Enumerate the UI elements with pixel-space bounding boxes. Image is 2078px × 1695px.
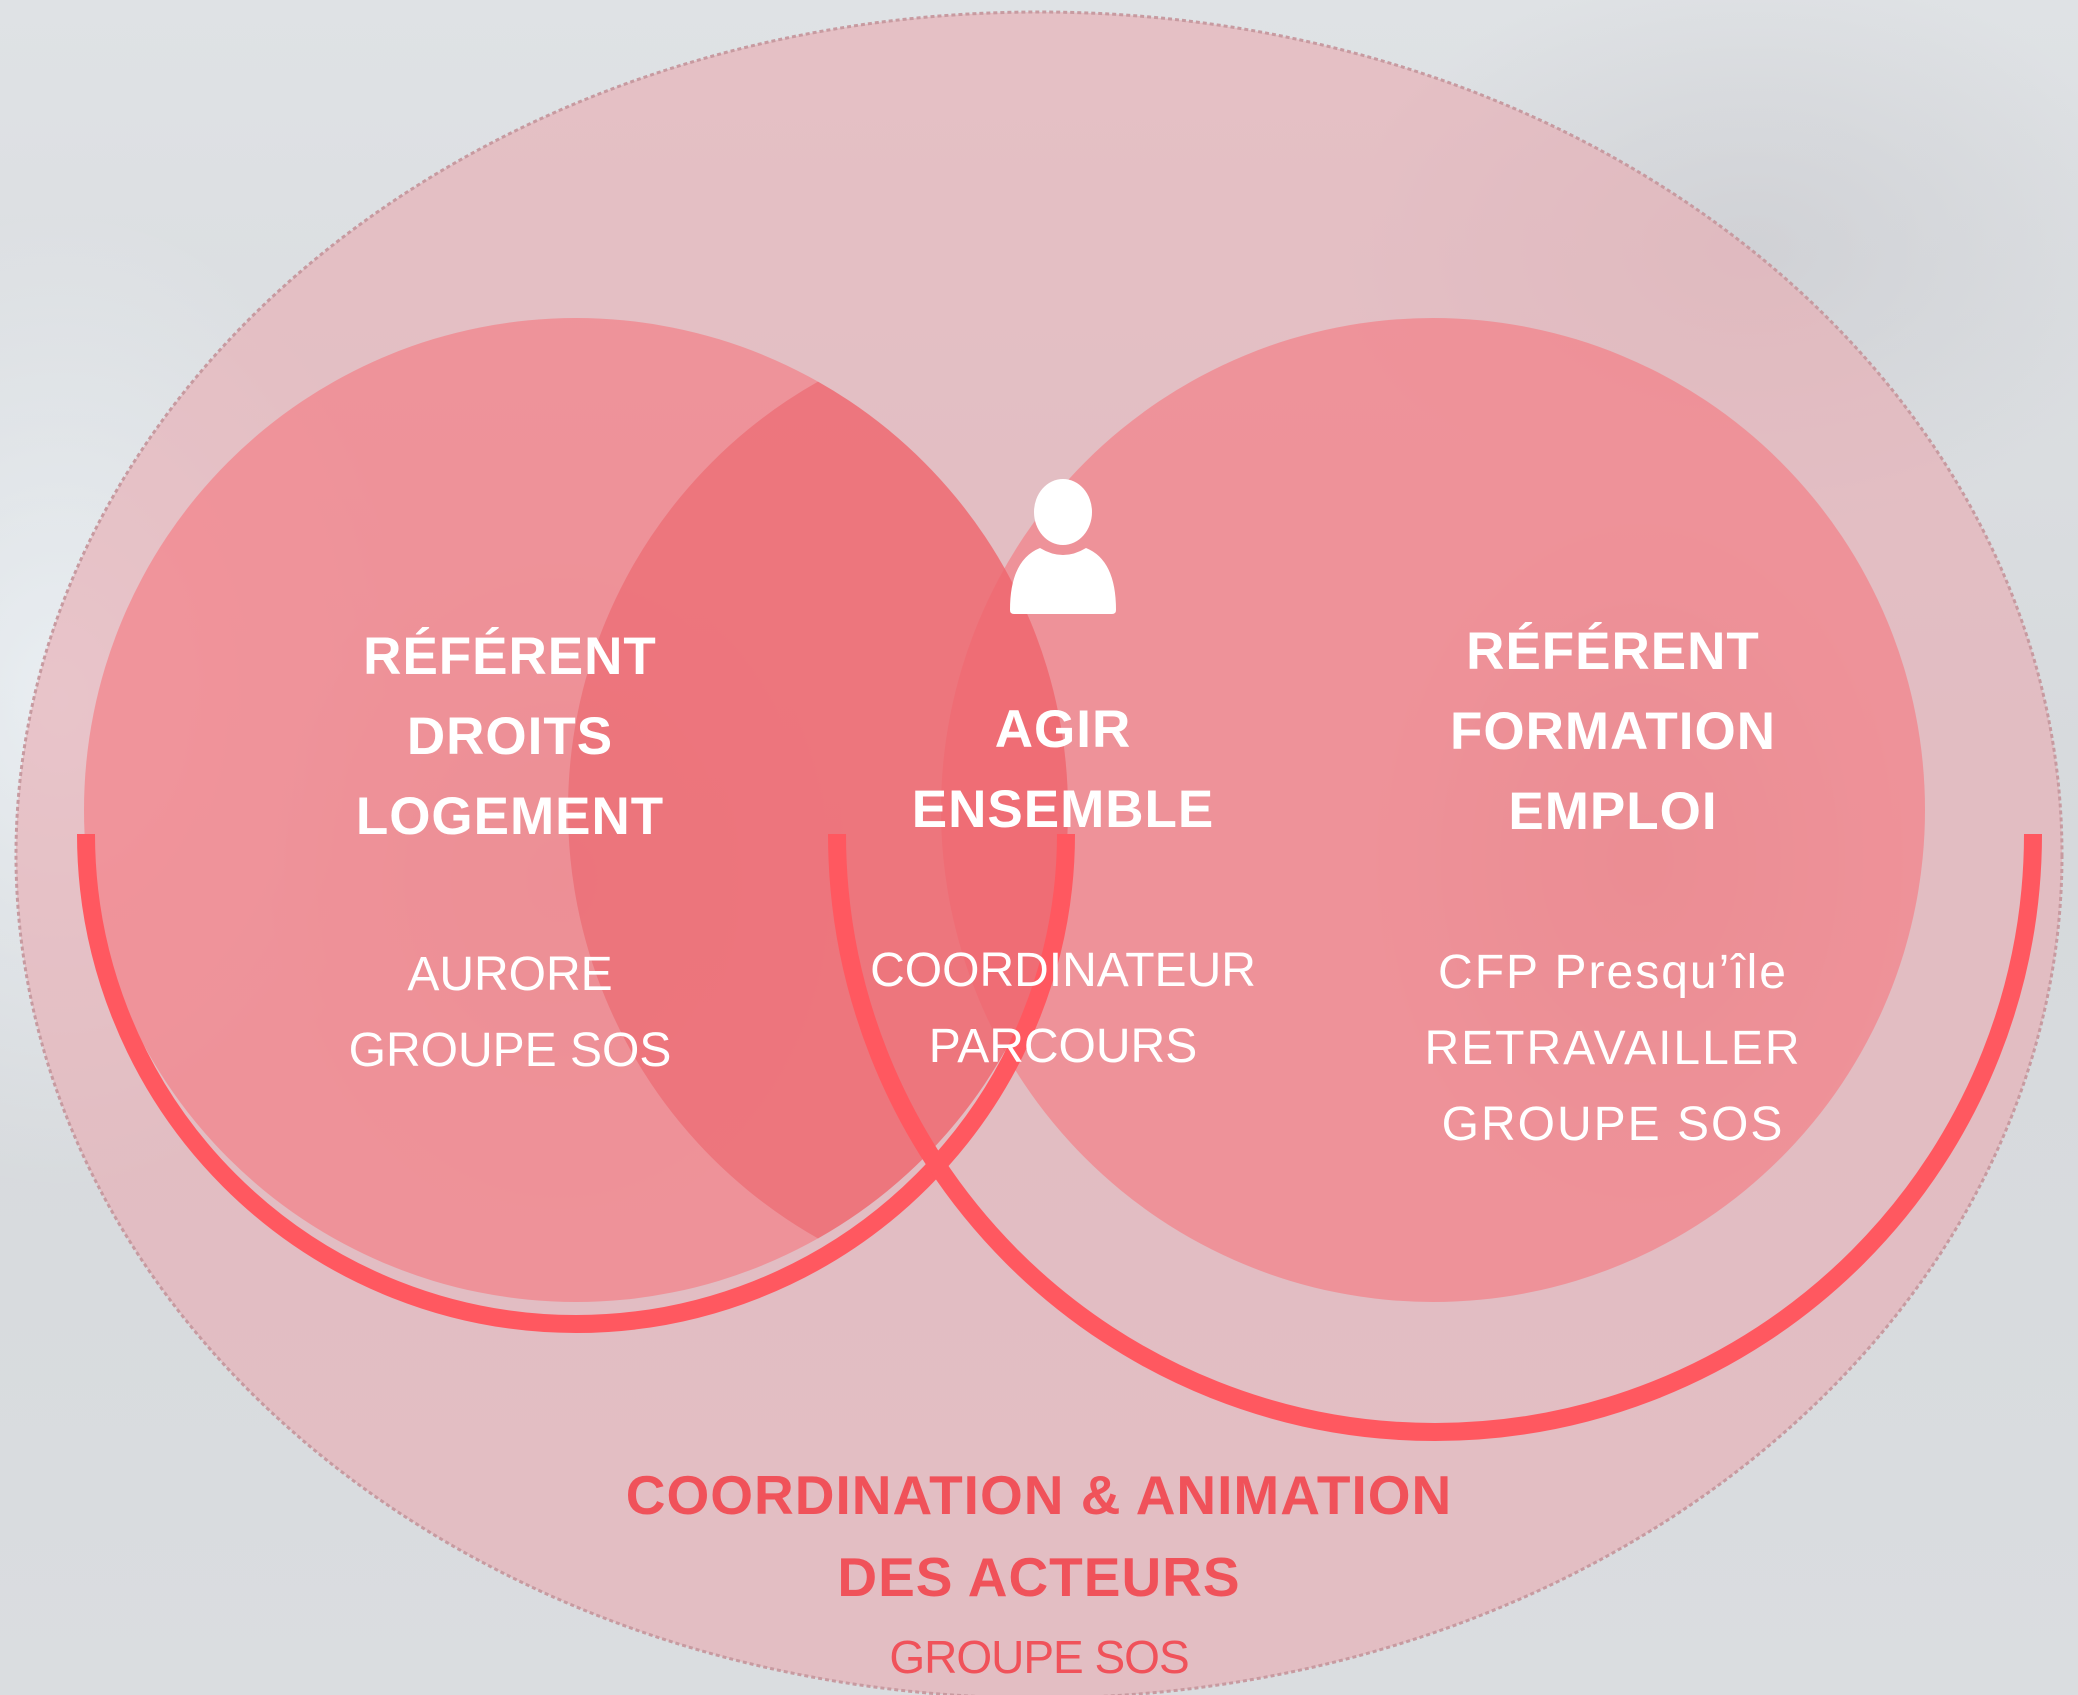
right-accent-arc <box>828 833 2042 1441</box>
right-members: CFP Presqu’île RETRAVAILLER GROUPE SOS <box>1424 946 1802 1151</box>
bottom-title: COORDINATION & ANIMATION DES ACTEURS <box>625 1464 1453 1608</box>
center-title: AGIR ENSEMBLE <box>911 700 1215 839</box>
person-icon <box>1010 479 1116 614</box>
intersection-lens <box>568 318 1068 1302</box>
left-accent-arc <box>77 833 1075 1333</box>
right-circle <box>941 318 1925 1302</box>
right-title: RÉFÉRENT FORMATION EMPLOI <box>1450 622 1776 841</box>
bottom-members: GROUPE SOS <box>889 1631 1189 1683</box>
left-members: AURORE GROUPE SOS <box>348 948 672 1077</box>
left-title: RÉFÉRENT DROITS LOGEMENT <box>355 627 665 846</box>
center-members: COORDINATEUR PARCOURS <box>870 944 1256 1073</box>
